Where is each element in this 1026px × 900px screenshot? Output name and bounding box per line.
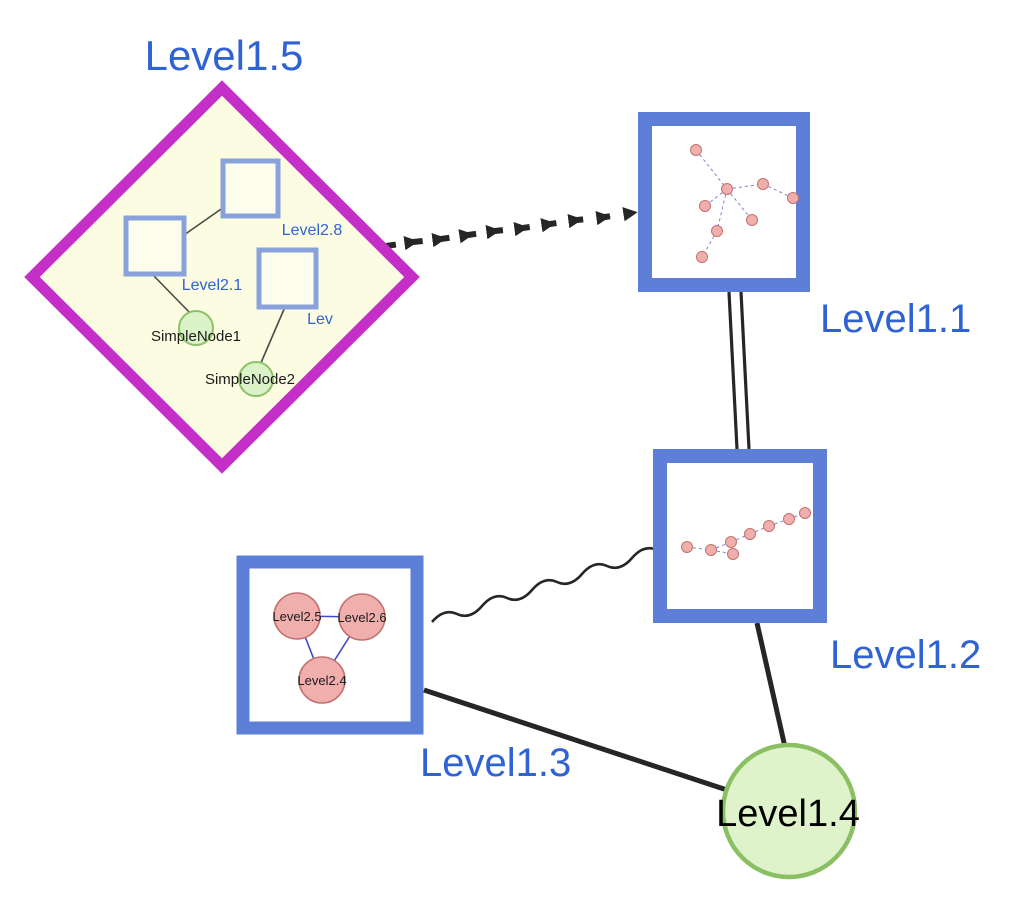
node-simplenode1-label: SimpleNode1 [151,328,241,345]
mini-node[interactable] [699,200,711,212]
mini-node[interactable] [690,144,702,156]
mini-edge [716,188,728,232]
node-level1-4[interactable] [720,742,858,880]
node-level1-2-label: Level1.2 [830,633,981,677]
edge-level13-level14[interactable] [423,687,734,795]
node-level2-6[interactable] [338,593,386,641]
mini-node[interactable] [744,528,756,540]
node-level2-5[interactable] [273,592,321,640]
node-simplenode2-label: SimpleNode2 [205,371,295,388]
mini-node[interactable] [711,225,723,237]
node-level2-4-label: Level2.4 [297,673,346,688]
node-simplenode1[interactable] [178,310,214,346]
edge-level13-level12-wavy[interactable] [431,546,658,623]
mini-node[interactable] [746,214,758,226]
level1-1-subgraph [690,144,799,263]
node-level2-1-label: Level2.1 [182,277,243,294]
mini-node[interactable] [681,541,693,553]
mini-node[interactable] [705,544,717,556]
node-level1-5[interactable] [24,80,420,474]
level1-2-subgraph [681,507,811,560]
node-level2-1[interactable] [123,215,187,277]
node-level1-2[interactable] [653,449,827,623]
node-level2-6-label: Level2.6 [337,610,386,625]
mini-edge [726,188,753,221]
node-level1-5-label: Level1.5 [145,32,304,79]
node-level1-4-label: Level1.4 [716,793,860,835]
node-level1-1[interactable] [638,112,810,292]
mini-edge [695,149,728,190]
node-level2-4[interactable] [298,656,346,704]
level1-3-subgraph: Level2.5 Level2.6 Level2.4 [272,592,387,704]
node-level1-3-label: Level1.3 [420,741,571,785]
node-level2-8[interactable] [220,158,281,219]
mini-node[interactable] [757,178,769,190]
mini-edge [704,188,728,207]
node-level2-8-label: Level2.8 [282,222,343,239]
edge-lev-simplenode2[interactable] [259,306,286,366]
mini-node[interactable] [721,183,733,195]
edge-level21-simplenode1[interactable] [151,273,193,316]
mini-node[interactable] [696,251,708,263]
node-level2-5-label: Level2.5 [272,609,321,624]
edge-level11-level12-double[interactable] [727,291,751,450]
mini-node[interactable] [787,192,799,204]
mini-edge [726,183,764,190]
node-level1-3[interactable] [236,555,424,735]
group-node-level1-5: Level2.1 Level2.8 Lev SimpleNode1 Simple… [24,80,420,474]
mini-node[interactable] [725,536,737,548]
edge-level21-level28[interactable] [183,206,225,236]
mini-node[interactable] [783,513,795,525]
edge-level12-level14[interactable] [754,622,788,748]
node-level2-lev-label: Lev [307,311,333,328]
node-level1-1-label: Level1.1 [820,297,971,341]
mini-node[interactable] [799,507,811,519]
mini-node[interactable] [727,548,739,560]
node-simplenode2[interactable] [238,361,274,397]
edge-level15-level11-dashed-arrow[interactable] [385,207,638,251]
mini-node[interactable] [763,520,775,532]
node-level2-lev[interactable] [256,247,319,310]
